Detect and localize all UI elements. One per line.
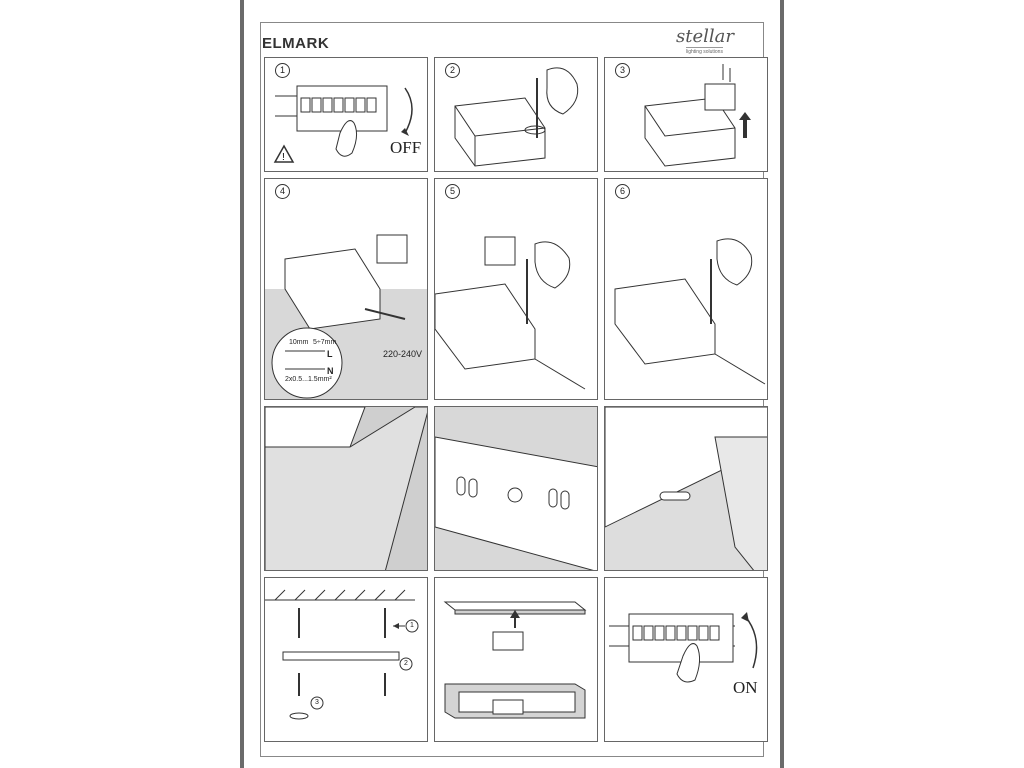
step-3-panel: 3 <box>604 57 768 172</box>
step-2-panel: 2 <box>434 57 598 172</box>
step-number: 2 <box>445 63 460 78</box>
step-6-panel: 6 <box>604 178 768 400</box>
cover-screw-illustration <box>435 236 586 390</box>
off-label: OFF <box>390 138 422 157</box>
fixture-detail-3 <box>604 406 768 571</box>
driver-unscrew-illustration <box>454 67 579 167</box>
screw-tighten-illustration <box>614 238 766 385</box>
mount-step-2: 2 <box>404 660 408 667</box>
breaker-on-illustration <box>609 612 758 683</box>
wire-section-label: 2x0.5...1.5mm² <box>285 376 332 383</box>
step-4-panel: 4 10mm 5÷7mm L N 2x0.5...1.5mm² 220-240V <box>264 178 428 400</box>
breaker-off-illustration: ! <box>273 85 413 163</box>
on-label: ON <box>733 678 758 697</box>
step-number: 6 <box>615 184 630 199</box>
step-1-panel: 1 ! OFF <box>264 57 428 172</box>
ceiling-mount-illustration <box>265 589 419 720</box>
step-number: 3 <box>615 63 630 78</box>
strip-length-5-7mm: 5÷7mm <box>313 339 337 346</box>
fixture-bracket-illustration <box>605 407 767 570</box>
step-number: 5 <box>445 184 460 199</box>
wiring-illustration <box>265 234 427 399</box>
brand-stellar-sub: lighting solutions <box>686 47 723 55</box>
brand-stellar-name: stellar <box>676 26 734 47</box>
svg-text:!: ! <box>282 152 285 163</box>
fixture-detail-2 <box>434 406 598 571</box>
wire-l-label: L <box>327 349 333 359</box>
step-number: 1 <box>275 63 290 78</box>
step-number: 4 <box>275 184 290 199</box>
instruction-sheet: ELMARK stellar lighting solutions 1 ! OF… <box>240 0 784 768</box>
brand-logo-elmark: ELMARK <box>262 35 330 52</box>
step-on-panel: ON <box>604 577 768 742</box>
fixture-attach-illustration <box>443 601 587 719</box>
mounting-panel: 1 2 3 <box>264 577 428 742</box>
fixture-detail-1 <box>264 406 428 571</box>
mount-step-3: 3 <box>315 699 319 706</box>
strip-length-10mm: 10mm <box>289 339 309 346</box>
mount-step-1: 1 <box>410 622 414 629</box>
cover-removal-illustration <box>644 64 751 167</box>
fixture-corner-illustration <box>265 407 427 570</box>
brand-logo-stellar: stellar lighting solutions <box>676 26 758 56</box>
fixture-vents-illustration <box>435 407 597 570</box>
wire-n-label: N <box>327 366 334 376</box>
fixture-attach-panel <box>434 577 598 742</box>
voltage-label: 220-240V <box>383 349 423 359</box>
step-5-panel: 5 <box>434 178 598 400</box>
